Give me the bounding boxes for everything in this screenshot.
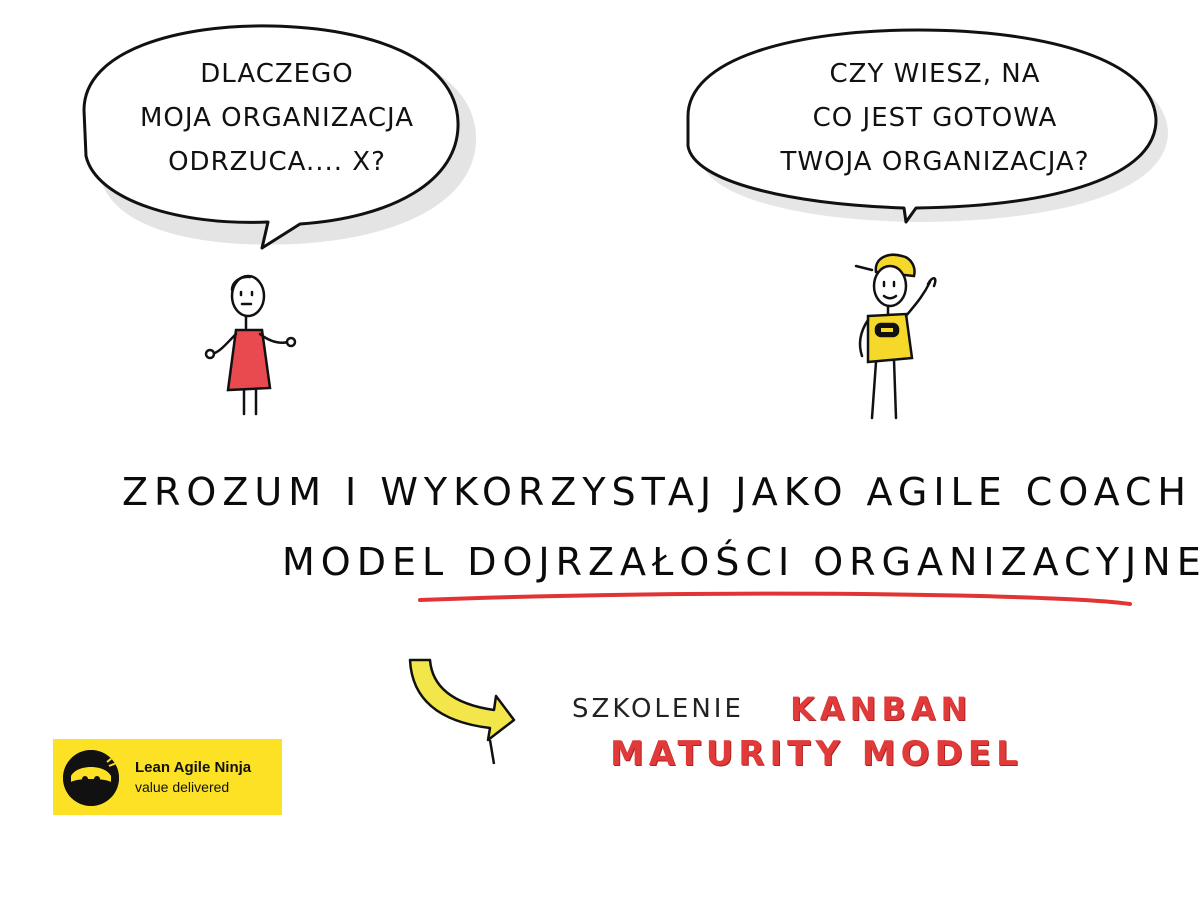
- red-underline: [418, 591, 1132, 606]
- woman-figure-icon: [204, 274, 297, 416]
- training-kanban: KANBAN: [790, 690, 973, 728]
- man-figure-icon: [854, 253, 937, 420]
- lean-agile-ninja-logo[interactable]: Lean Agile Ninja value delivered: [53, 739, 282, 815]
- logo-tagline: value delivered: [135, 779, 230, 795]
- headline-line-2: MODEL DOJRZAŁOŚCI ORGANIZACYJNEJ!: [282, 540, 1200, 584]
- left-bubble-text: DLACZEGO MOJA ORGANIZACJA ODRZUCA.... X?: [112, 52, 442, 184]
- left-bubble-line: MOJA ORGANIZACJA: [139, 103, 415, 133]
- headline-line-1: ZROZUM I WYKORZYSTAJ JAKO AGILE COACH: [122, 470, 1193, 514]
- right-speech-bubble: [686, 28, 1158, 224]
- right-bubble-line: CO JEST GOTOWA: [812, 103, 1058, 133]
- right-bubble-text: CZY WIESZ, NA CO JEST GOTOWA TWOJA ORGAN…: [740, 52, 1130, 184]
- training-prefix: SZKOLENIE: [572, 694, 744, 724]
- left-bubble-line: ODRZUCA.... X?: [168, 147, 386, 177]
- left-speech-bubble: [82, 24, 460, 250]
- curved-arrow-icon: [408, 658, 516, 765]
- right-bubble-line: CZY WIESZ, NA: [829, 59, 1041, 89]
- left-bubble-line: DLACZEGO: [200, 59, 354, 89]
- training-maturity-model: MATURITY MODEL: [610, 734, 1023, 774]
- right-bubble-line: TWOJA ORGANIZACJA?: [780, 147, 1090, 177]
- ninja-icon: [63, 750, 119, 806]
- logo-name: Lean Agile Ninja: [135, 759, 252, 776]
